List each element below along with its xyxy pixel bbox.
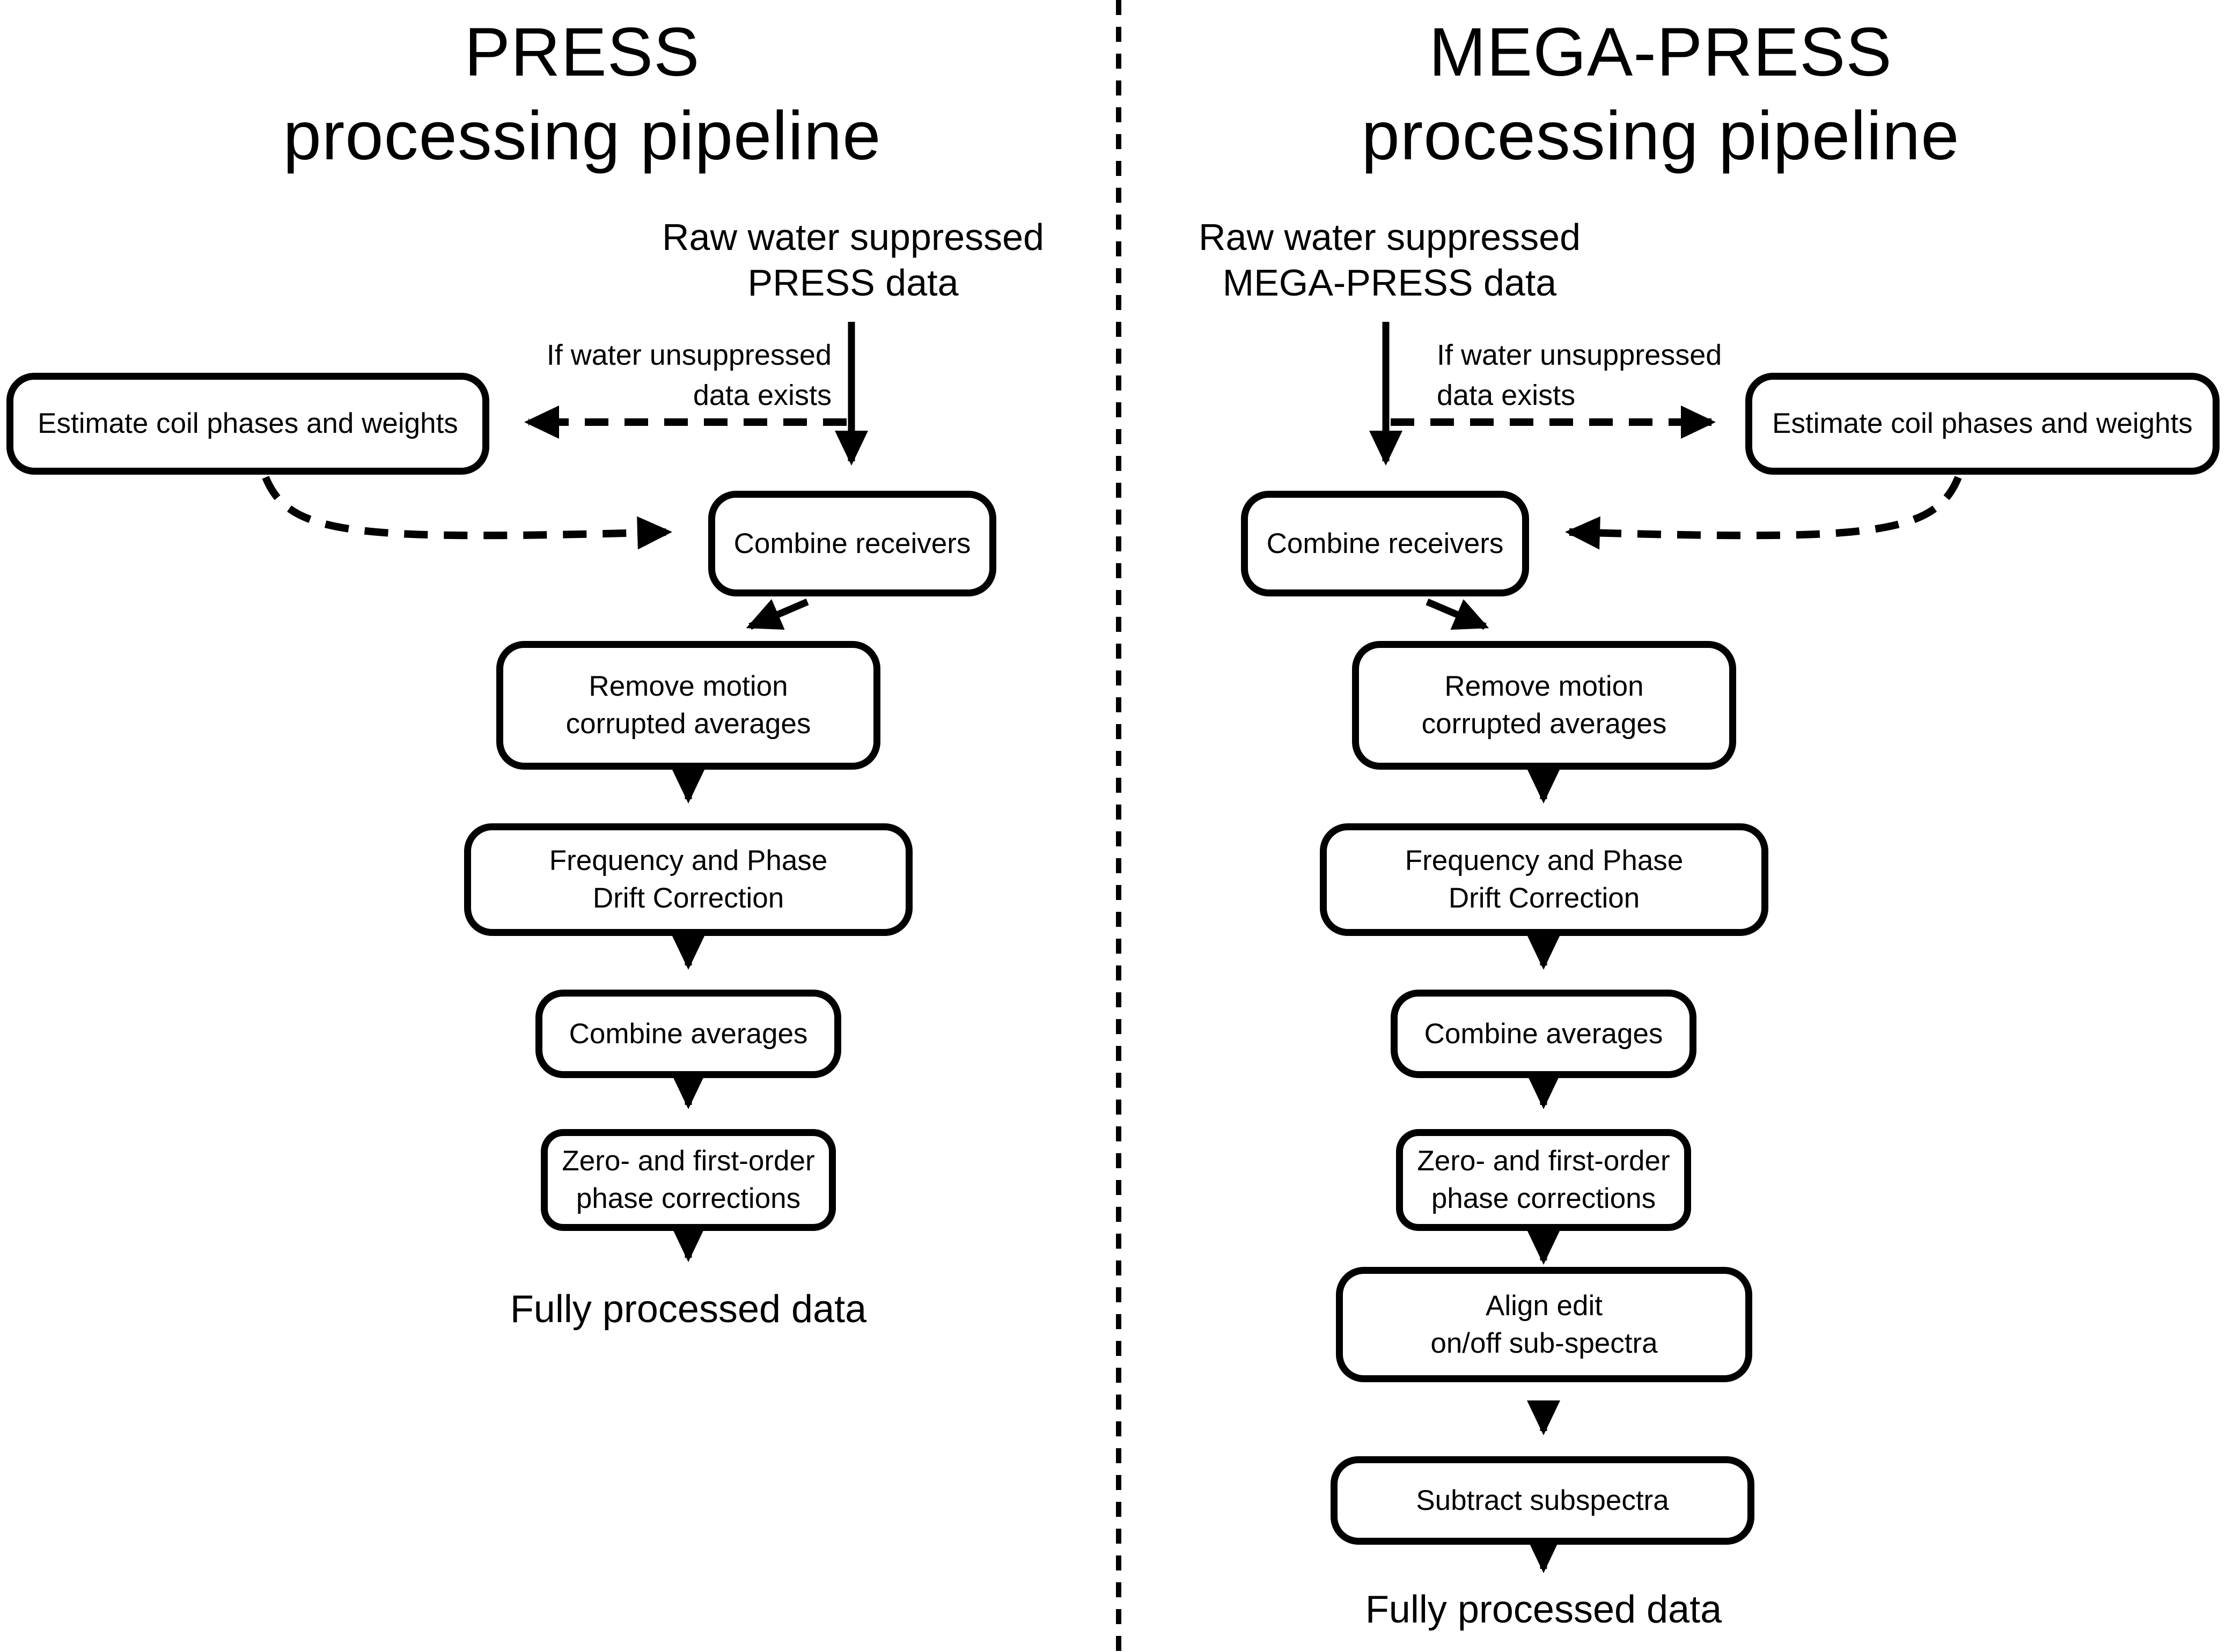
megapress-result-label: Fully processed data	[1365, 1588, 1722, 1631]
press-title-line1: PRESS	[464, 14, 700, 91]
megapress-raw-data-label: Raw water suppressed MEGA-PRESS data	[1121, 215, 1658, 306]
megapress-condition-line2: data exists	[1437, 379, 1576, 411]
node-megapress-phase-line1: Zero- and first-order	[1417, 1145, 1670, 1177]
node-megapress-combine-receivers-label: Combine receivers	[1266, 527, 1504, 559]
node-press-phase-line2: phase corrections	[576, 1183, 801, 1214]
node-megapress-drift-line1: Frequency and Phase	[1405, 845, 1684, 877]
node-megapress-combine-receivers: Combine receivers	[1241, 491, 1529, 596]
press-pipeline-title: PRESS processing pipeline	[180, 11, 985, 178]
node-megapress-estimate-coil-label: Estimate coil phases and weights	[1772, 408, 2193, 440]
node-press-remove-motion-line2: corrupted averages	[565, 708, 811, 740]
node-press-remove-motion: Remove motion corrupted averages	[496, 641, 880, 770]
arrow-right-combine-receivers-to-remove-motion	[1426, 599, 1489, 630]
node-press-combine-receivers: Combine receivers	[708, 491, 996, 596]
node-press-combine-averages-label: Combine averages	[569, 1017, 808, 1050]
node-megapress-drift-line2: Drift Correction	[1448, 882, 1640, 914]
node-megapress-subtract-subspectra: Subtract subspectra	[1331, 1456, 1754, 1545]
node-press-drift-line1: Frequency and Phase	[549, 845, 828, 877]
node-megapress-remove-motion: Remove motion corrupted averages	[1352, 641, 1736, 770]
press-condition-line1: If water unsuppressed	[546, 339, 832, 371]
node-megapress-subtract-label: Subtract subspectra	[1416, 1484, 1669, 1516]
megapress-title-line1: MEGA-PRESS	[1429, 14, 1892, 91]
press-result-label: Fully processed data	[510, 1288, 867, 1331]
megapress-condition-line1: If water unsuppressed	[1437, 339, 1722, 371]
press-raw-data-label: Raw water suppressed PRESS data	[585, 215, 1121, 306]
node-megapress-remove-motion-line2: corrupted averages	[1421, 708, 1667, 740]
dashed-arrow-left-estimate-to-combine-receivers	[262, 476, 672, 550]
megapress-raw-line2: MEGA-PRESS data	[1222, 262, 1557, 304]
node-press-estimate-coil: Estimate coil phases and weights	[6, 373, 489, 475]
press-raw-line1: Raw water suppressed	[662, 216, 1044, 258]
node-press-phase-line1: Zero- and first-order	[562, 1145, 815, 1177]
node-megapress-align-line2: on/off sub-spectra	[1430, 1327, 1658, 1359]
megapress-pipeline-title: MEGA-PRESS processing pipeline	[1258, 11, 2063, 178]
press-title-line2: processing pipeline	[283, 98, 881, 175]
node-press-combine-averages: Combine averages	[535, 990, 841, 1078]
node-megapress-align-edit: Align edit on/off sub-spectra	[1336, 1267, 1752, 1382]
press-condition-line2: data exists	[693, 379, 832, 411]
node-press-phase-corrections: Zero- and first-order phase corrections	[541, 1129, 836, 1231]
megapress-raw-line1: Raw water suppressed	[1199, 216, 1581, 258]
dashed-arrow-right-estimate-to-combine-receivers	[1565, 476, 1962, 550]
arrow-left-combine-receivers-to-remove-motion	[746, 599, 809, 630]
node-megapress-remove-motion-line1: Remove motion	[1444, 670, 1644, 703]
megapress-title-line2: processing pipeline	[1361, 98, 1960, 175]
press-condition-note: If water unsuppressed data exists	[483, 335, 832, 415]
node-megapress-drift-correction: Frequency and Phase Drift Correction	[1320, 823, 1768, 936]
node-megapress-combine-averages-label: Combine averages	[1424, 1017, 1663, 1050]
node-megapress-align-line1: Align edit	[1485, 1289, 1603, 1322]
node-megapress-phase-line2: phase corrections	[1431, 1183, 1656, 1214]
node-press-combine-receivers-label: Combine receivers	[733, 527, 971, 559]
node-megapress-combine-averages: Combine averages	[1391, 990, 1696, 1078]
node-megapress-phase-corrections: Zero- and first-order phase corrections	[1396, 1129, 1691, 1231]
node-press-drift-correction: Frequency and Phase Drift Correction	[464, 823, 913, 936]
node-press-remove-motion-line1: Remove motion	[589, 670, 788, 703]
node-press-estimate-coil-label: Estimate coil phases and weights	[38, 408, 458, 440]
megapress-condition-note: If water unsuppressed data exists	[1437, 335, 1812, 415]
node-megapress-estimate-coil: Estimate coil phases and weights	[1745, 373, 2220, 475]
node-press-drift-line2: Drift Correction	[592, 882, 784, 914]
press-raw-line2: PRESS data	[747, 262, 959, 304]
